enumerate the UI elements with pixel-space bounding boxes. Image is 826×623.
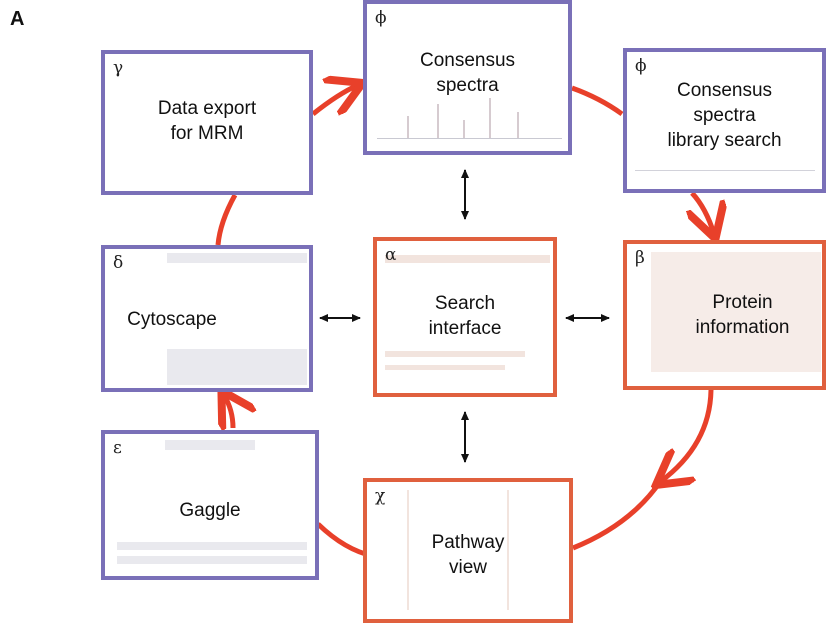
node-symbol-phi: ϕ — [375, 8, 387, 28]
node-label: Search interface — [428, 293, 502, 339]
flow-arrow-cytoscape-to-export — [215, 193, 238, 246]
node-symbol-epsilon: ε — [113, 438, 122, 458]
node-label: Data export for MRM — [157, 98, 257, 144]
node-label: Consensus spectra — [419, 50, 516, 96]
node-gaggle: ε Gaggle — [101, 430, 319, 580]
flow-arrow-spectra-to-library — [571, 85, 624, 117]
node-label: Pathway view — [431, 532, 505, 578]
node-data-export: γ Data export for MRM — [101, 50, 313, 195]
node-label: Consensus spectra library search — [667, 80, 782, 151]
node-label: Cytoscape — [127, 309, 217, 330]
node-label: Gaggle — [179, 500, 241, 521]
node-pathway-view: χ Pathway view — [363, 478, 573, 623]
panel-letter: A — [10, 8, 25, 30]
node-protein-information: β Protein information — [623, 240, 826, 390]
node-symbol-phi: ϕ — [635, 56, 647, 76]
node-consensus-spectra: ϕ Consensus spectra — [363, 0, 572, 155]
node-label: Protein information — [695, 292, 790, 338]
flow-arrow-export-to-spectra — [311, 85, 358, 116]
node-search-interface: α Search interface — [373, 237, 557, 397]
node-symbol-delta: δ — [113, 253, 124, 273]
flow-arrow-protein-to-pathway — [660, 389, 714, 482]
node-consensus-library-search: ϕ Consensus spectra library search — [623, 48, 826, 193]
node-cytoscape: δ Cytoscape — [101, 245, 313, 392]
node-symbol-beta: β — [635, 248, 645, 268]
node-symbol-alpha: α — [385, 245, 397, 265]
flow-arrow-gaggle-to-cytoscape — [224, 395, 233, 428]
node-symbol-chi: χ — [375, 486, 386, 506]
flow-arrow-library-to-protein — [692, 191, 714, 234]
node-symbol-gamma: γ — [113, 58, 124, 78]
flow-arrow-pathway-to-protein-tail — [572, 480, 663, 551]
